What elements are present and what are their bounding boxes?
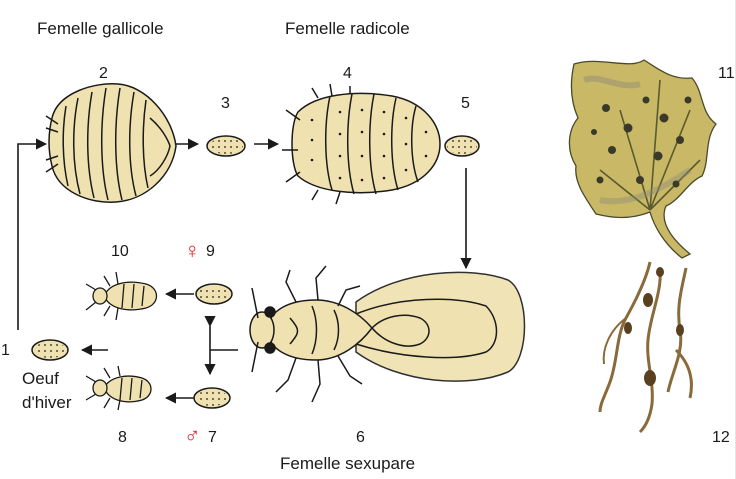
label-oeuf: Oeuf (22, 370, 59, 387)
number-12: 12 (712, 430, 730, 446)
arrow-1-to-2-loop (18, 144, 46, 330)
number-2: 2 (99, 66, 108, 82)
male-symbol-icon: ♂ (184, 425, 201, 447)
galled-roots-illustration (600, 262, 691, 432)
number-1: 1 (1, 343, 10, 359)
insect-sexual-male (86, 366, 151, 410)
number-10: 10 (111, 244, 129, 260)
label-femelle-gallicole: Femelle gallicole (37, 20, 164, 37)
insect-sexupare (250, 266, 525, 402)
insect-radicole (282, 84, 440, 204)
insect-sexual-female (86, 272, 157, 320)
female-symbol-icon: ♀ (184, 240, 201, 262)
label-femelle-sexupare: Femelle sexupare (280, 455, 415, 472)
label-femelle-radicole: Femelle radicole (285, 20, 410, 37)
number-8: 8 (118, 430, 127, 446)
label-dhiver: d'hiver (22, 394, 72, 411)
number-6: 6 (356, 430, 365, 446)
number-5: 5 (461, 96, 470, 112)
insect-gallicole (46, 84, 176, 202)
number-9: 9 (206, 244, 215, 260)
number-4: 4 (343, 66, 352, 82)
number-7: 7 (208, 430, 217, 446)
galled-leaf-illustration (569, 60, 716, 258)
number-11: 11 (718, 66, 735, 82)
number-3: 3 (221, 96, 230, 112)
